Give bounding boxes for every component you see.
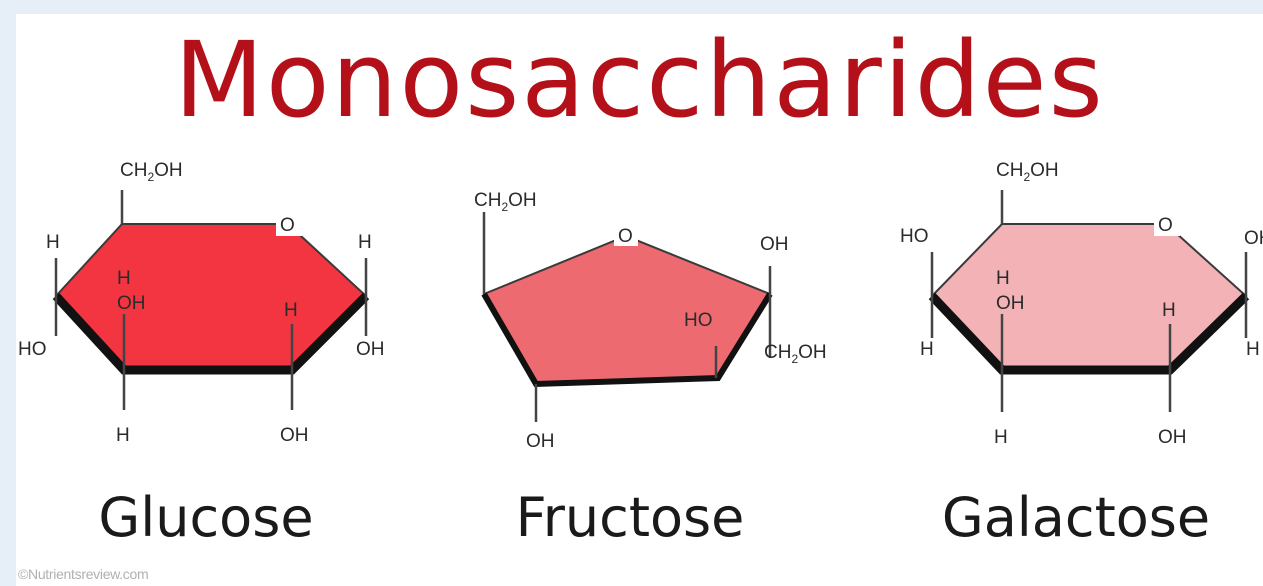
fructose-ring-oxygen: O (618, 226, 633, 247)
galactose-c3-h: H (994, 427, 1008, 448)
galactose-structure: CH2OH O HO OH H H H OH H H OH (900, 160, 1263, 448)
galactose-c2-oh: OH (1158, 427, 1187, 448)
glucose-c1-oh: OH (356, 339, 385, 360)
source-credit: ©Nutrientsreview.com (18, 566, 149, 582)
fructose-inner-ho: HO (684, 310, 713, 331)
glucose-c4-ho: HO (18, 339, 47, 360)
fructose-structure: CH2OH O OH HO CH2OH OH (474, 190, 827, 452)
galactose-c1-oh: OH (1244, 228, 1263, 249)
glucose-name: Glucose (98, 486, 314, 549)
page-title: Monosaccharides (174, 19, 1105, 141)
fructose-bottom-oh: OH (526, 431, 555, 452)
glucose-c3-h: H (116, 425, 130, 446)
fructose-right-oh: OH (760, 234, 789, 255)
galactose-ring-front-edge (928, 292, 1250, 375)
galactose-name: Galactose (941, 486, 1211, 549)
glucose-top-group: CH2OH (120, 160, 183, 184)
glucose-c5-h: H (46, 232, 60, 253)
fructose-name: Fructose (515, 486, 745, 549)
glucose-c4-oh-inner: OH (117, 293, 146, 314)
galactose-c4-h-outer: H (920, 339, 934, 360)
galactose-top-group: CH2OH (996, 160, 1059, 184)
fructose-top-group: CH2OH (474, 190, 537, 214)
structures-diagram: CH2OH O H H HO OH H OH H H OH CH2OH O (18, 160, 1263, 452)
galactose-c2-h-inner: H (1162, 300, 1176, 321)
galactose-c1-h: H (1246, 339, 1260, 360)
glucose-ring-front-edge (52, 292, 370, 375)
fructose-ring-front-edge (481, 292, 773, 388)
glucose-c2-oh: OH (280, 425, 309, 446)
glucose-c1-h: H (358, 232, 372, 253)
glucose-c2-h-inner: H (284, 300, 298, 321)
galactose-c4-oh-inner: OH (996, 293, 1025, 314)
glucose-c4-h-inner: H (117, 268, 131, 289)
glucose-ring-oxygen: O (280, 215, 295, 236)
glucose-structure: CH2OH O H H HO OH H OH H H OH (18, 160, 385, 446)
galactose-c4-h-inner: H (996, 268, 1010, 289)
fructose-right-group: CH2OH (764, 342, 827, 366)
galactose-c5-ho: HO (900, 226, 929, 247)
figure-frame: Monosaccharides CH2OH O H H HO (16, 14, 1263, 586)
galactose-ring-oxygen: O (1158, 215, 1173, 236)
